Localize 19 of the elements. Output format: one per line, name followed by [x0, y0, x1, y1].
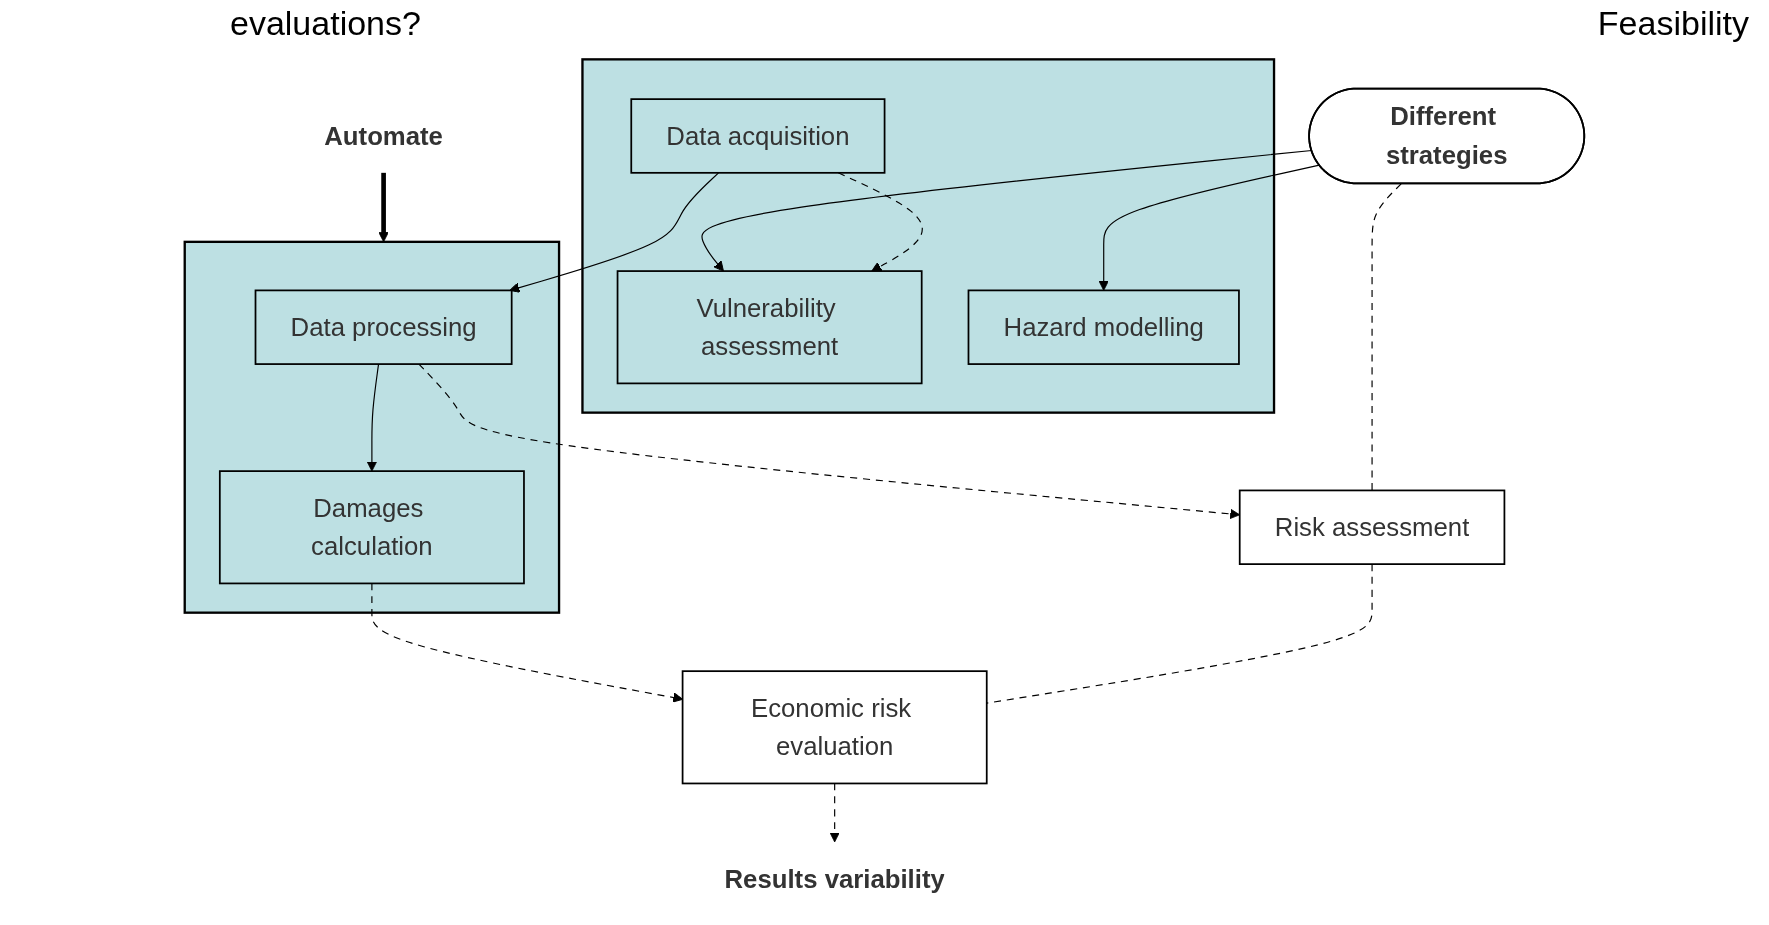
note-text: Feasibility: [1597, 4, 1749, 43]
node-box: Hazard modelling: [967, 289, 1240, 365]
node-box: Damages calculation: [218, 470, 525, 585]
node-box: Vulnerability assessment: [616, 270, 923, 385]
arrow: [366, 363, 380, 472]
cluster: [581, 58, 1276, 414]
arrow: [829, 782, 840, 843]
node-box: Data acquisition: [630, 98, 886, 174]
node-box: Economic risk evaluation: [681, 670, 988, 785]
arrow: [1098, 164, 1320, 291]
arrow: [509, 172, 720, 293]
node-text: Results variability: [724, 864, 945, 894]
cluster: [183, 240, 561, 614]
note-text: evaluations?: [230, 4, 421, 43]
node-text: Automate: [324, 121, 443, 151]
arrow: [378, 172, 389, 243]
node-box: Risk assessment: [1238, 489, 1506, 565]
connector: [1371, 183, 1402, 491]
node-box: Data processing: [254, 289, 513, 365]
